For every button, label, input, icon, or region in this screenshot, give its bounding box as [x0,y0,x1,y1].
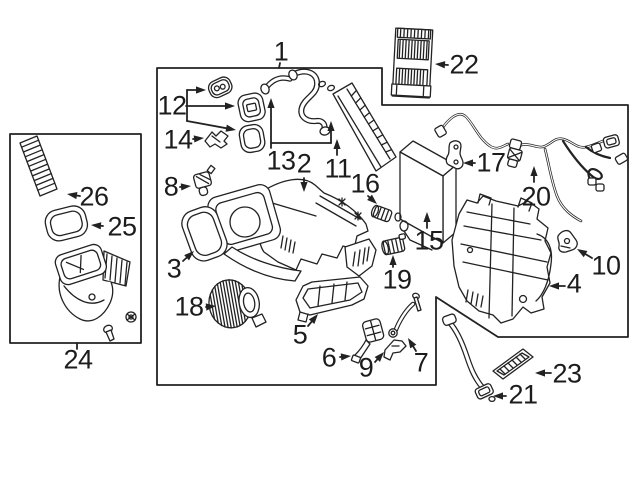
leader-arrowhead [225,102,235,110]
part-20-harness-drawing [434,112,629,223]
part-26-filter-drawing [19,135,58,197]
leader-arrowhead [267,98,275,108]
part-21-hose-drawing [441,313,496,403]
part-13-hoses-drawing [260,68,331,136]
part-17-bracket-drawing [445,140,464,170]
main-assembly-box [156,67,629,386]
leader-arrowhead [423,212,431,222]
left-assembly-box [9,133,142,344]
leader-arrowhead [493,392,503,400]
leader-lines [67,61,593,400]
leader-arrowhead [374,352,384,362]
part-7-cable-drawing [388,292,422,338]
part-2-case-drawing [207,178,377,282]
part-9-clip-drawing [383,339,407,361]
part-4-case-drawing [451,193,553,324]
leader-arrowhead [205,303,216,311]
part-16-actuator-drawing [370,204,393,223]
leader-arrowhead [67,191,78,200]
leader-arrowhead [367,194,377,204]
part-3-seal-drawing [181,206,228,262]
part-18-blower-drawing [208,279,267,329]
outline-boxes [9,67,629,386]
part-10-bracket-drawing [557,229,578,253]
leader-arrowhead [184,251,194,261]
leader-arrowhead [577,249,588,258]
leader-arrowhead [180,183,191,191]
part-8-actuator-drawing [192,164,216,197]
part-11-core-drawing [317,80,397,172]
part-19-actuator-drawing [381,233,407,256]
leader-arrowhead [327,121,335,131]
leader-arrowhead [196,86,206,94]
leader-arrowhead [340,353,351,361]
leader-arrowhead [333,139,341,149]
part-22-heater-core-drawing [390,27,434,99]
leader-arrowhead [308,314,318,324]
leader-arrowhead [535,369,545,377]
leader-arrowhead [408,338,417,349]
part-12-pads-drawing [207,76,266,154]
leader-arrowhead [91,222,102,230]
leader-arrowhead [225,124,236,132]
leader-arrowhead [530,166,538,176]
leader-arrowhead [549,282,559,290]
part-15-evaporator-drawing [394,140,457,251]
part-23-grille-drawing [492,348,534,380]
part-25-seal-drawing [44,205,89,242]
leader-arrowhead [193,135,204,143]
part-24-housing-drawing [54,243,137,342]
leader-arrowhead [389,255,397,265]
part-5-lower-case-drawing [295,276,369,323]
part-6-lever-drawing [350,318,385,364]
part-14-bracket-drawing [204,130,229,149]
leader-arrowhead [463,159,473,167]
leader-arrowhead [300,182,308,192]
leader-arrowhead [435,61,446,69]
